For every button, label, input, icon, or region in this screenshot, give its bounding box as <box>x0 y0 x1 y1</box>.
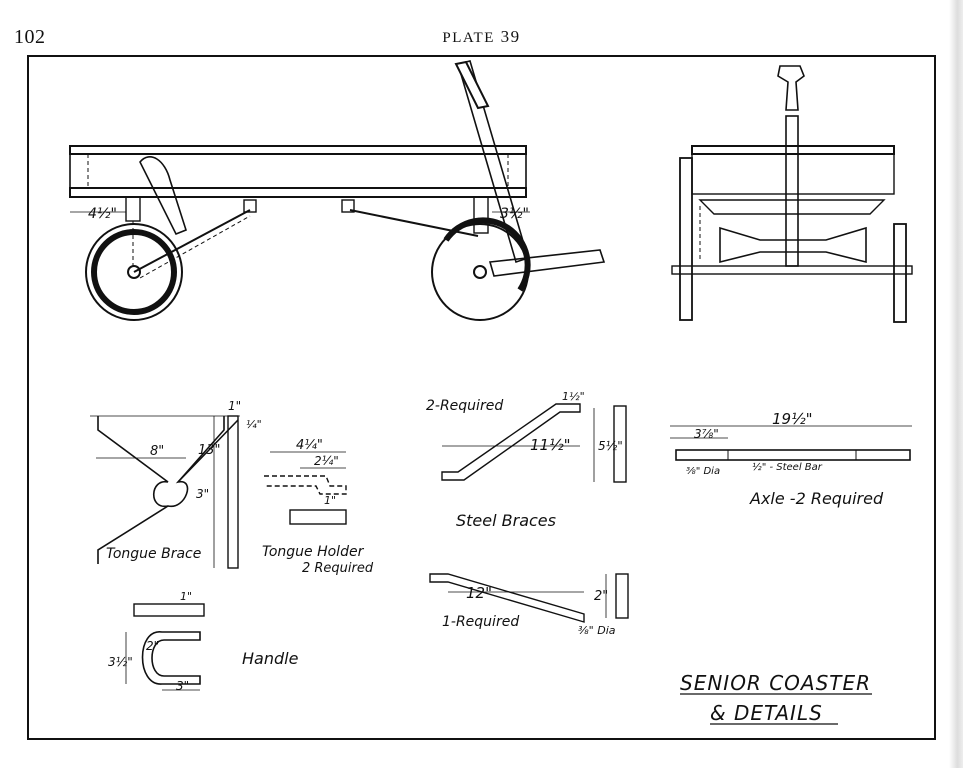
dim-brace-bottom-length: 12" <box>466 584 492 602</box>
dim-rear-offset: 3½" <box>500 206 529 222</box>
dim-tongue-brace-bar: ¼" <box>246 418 262 431</box>
tongue-brace-detail <box>90 415 240 569</box>
plate-number: 39 <box>500 27 521 46</box>
dim-tongue-brace-thickness: 1" <box>228 399 241 413</box>
dim-handle-inner: 2" <box>146 639 159 653</box>
steel-braces-detail <box>429 403 629 623</box>
side-view <box>69 60 606 321</box>
dim-axle-end: 3⅞" <box>694 427 719 441</box>
steel-brace-bottom-qty: 1-Required <box>442 614 519 630</box>
dim-tongue-holder-small: 1" <box>324 494 336 507</box>
labels: 4½" 3½" Tongue Brace 13" 8" 3" 1" ¼" Ton… <box>88 206 884 725</box>
dim-handle-bottom: 3" <box>176 679 189 693</box>
axle-bar-note: ½" - Steel Bar <box>752 461 823 473</box>
drawing-title-line2: & DETAILS <box>710 701 823 725</box>
dim-handle-top: 1" <box>180 590 192 603</box>
dim-tongue-brace-width: 8" <box>150 444 164 459</box>
dim-handle-height: 3½" <box>108 655 133 669</box>
plate-word: PLATE <box>442 30 495 46</box>
dim-axle-dia: ⅜" Dia <box>686 466 720 477</box>
dim-tongue-holder-overall: 4¼" <box>296 438 323 453</box>
dim-axle-length: 19½" <box>772 410 813 428</box>
steel-brace-top-qty: 2-Required <box>426 398 503 414</box>
dim-brace-small: 1½" <box>562 390 585 403</box>
page-edge <box>949 0 963 768</box>
drawing-title-line1: SENIOR COASTER <box>680 671 871 695</box>
dim-wheel-offset: 4½" <box>88 206 117 222</box>
page-number: 102 <box>14 26 46 48</box>
dim-brace-bottom-dia: ⅜" Dia <box>578 624 616 637</box>
plate-heading: PLATE 39 <box>0 27 963 47</box>
axle-detail <box>670 425 912 461</box>
dim-tongue-holder-inner: 2¼" <box>314 454 339 468</box>
drawing-frame <box>27 55 936 740</box>
tongue-holder-label: Tongue Holder <box>262 544 365 560</box>
handle-detail <box>125 603 205 691</box>
dim-brace-top-height: 5½" <box>598 439 623 453</box>
tongue-brace-label: Tongue Brace <box>106 546 201 562</box>
axle-label: Axle -2 Required <box>749 489 884 508</box>
steel-braces-label: Steel Braces <box>456 511 556 530</box>
tongue-holder-qty: 2 Required <box>302 561 374 576</box>
dim-brace-top-length: 11½" <box>530 436 571 454</box>
dim-tongue-brace-height: 13" <box>198 443 221 458</box>
tongue-holder-detail <box>264 451 347 525</box>
handle-label: Handle <box>242 649 299 668</box>
front-view <box>671 65 913 323</box>
dim-tongue-brace-loop: 3" <box>196 487 209 501</box>
dim-brace-bottom-height: 2" <box>594 589 608 604</box>
